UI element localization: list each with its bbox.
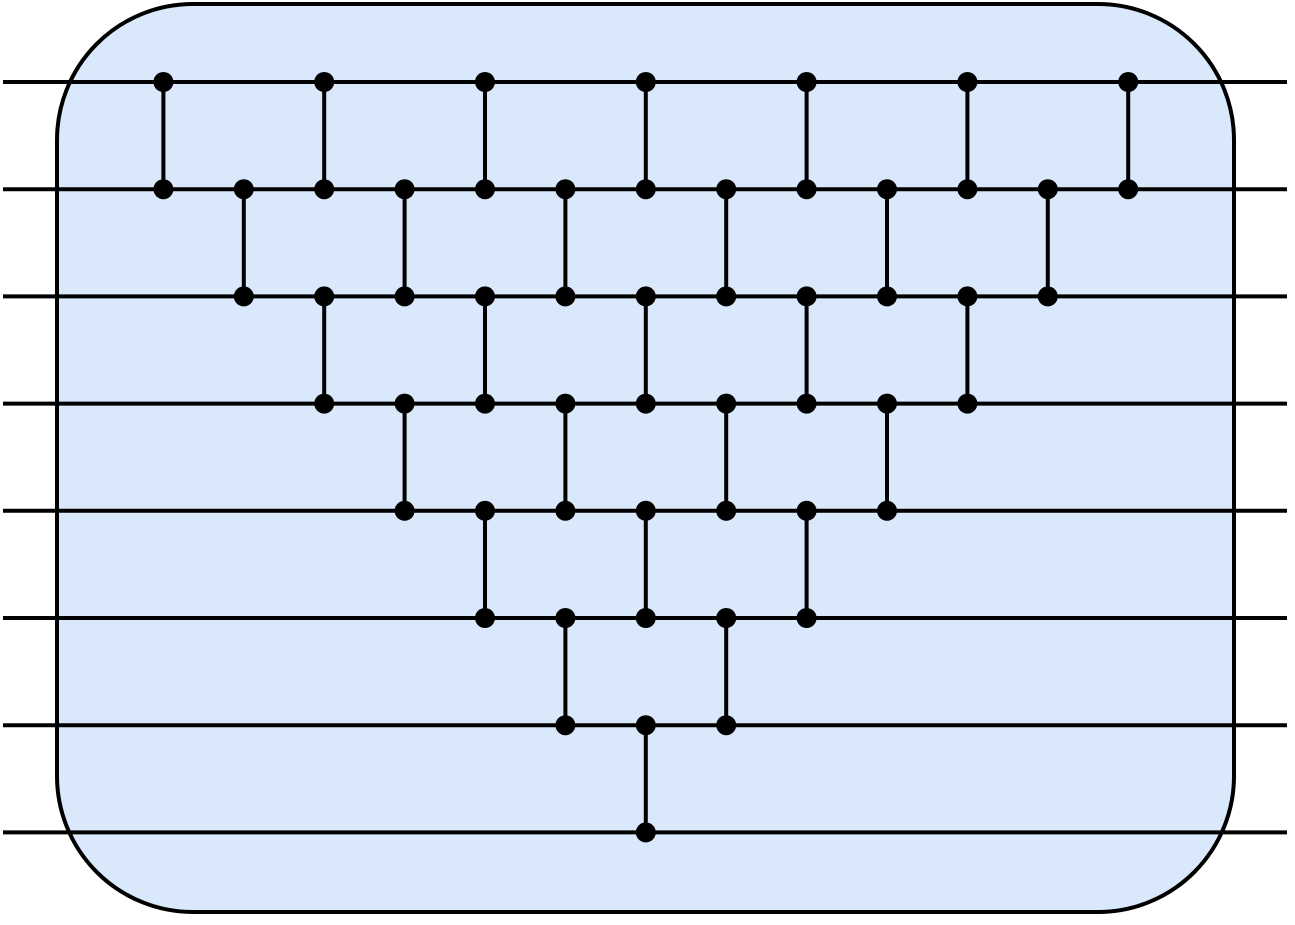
gate-dot-bottom xyxy=(555,500,576,521)
gate-23 xyxy=(877,179,897,307)
gate-1 xyxy=(153,72,174,200)
gate-17 xyxy=(716,179,737,307)
gate-dot-top xyxy=(555,608,576,628)
gate-dot-bottom xyxy=(314,179,335,200)
gate-9 xyxy=(475,500,495,628)
gate-dot-top xyxy=(314,72,335,92)
gate-dot-bottom xyxy=(475,608,495,628)
gate-6 xyxy=(394,393,415,521)
gate-dot-bottom xyxy=(555,715,576,736)
gate-dot-bottom xyxy=(796,179,817,200)
gate-dot-top xyxy=(957,72,978,92)
gate-15 xyxy=(635,500,656,628)
gate-dot-bottom xyxy=(796,608,817,628)
gate-dot-top xyxy=(957,286,978,307)
gate-dot-top xyxy=(716,179,737,200)
gate-dot-bottom xyxy=(475,393,495,414)
gate-dot-top xyxy=(153,72,174,92)
gate-12 xyxy=(555,608,576,736)
gate-dot-bottom xyxy=(957,393,978,414)
gate-dot-top xyxy=(796,72,817,92)
gate-dot-bottom xyxy=(475,179,495,200)
gate-dot-top xyxy=(1118,72,1139,92)
gate-dot-bottom xyxy=(877,500,897,521)
gate-dot-bottom xyxy=(635,179,656,200)
gate-dot-top xyxy=(555,179,576,200)
gate-layer xyxy=(153,72,1139,843)
gate-11 xyxy=(555,393,576,521)
gate-dot-bottom xyxy=(1037,286,1058,307)
gate-18 xyxy=(716,393,737,521)
gate-dot-top xyxy=(716,393,737,414)
gate-dot-top xyxy=(475,286,495,307)
gate-dot-top xyxy=(475,500,495,521)
gate-dot-top xyxy=(635,500,656,521)
gate-28 xyxy=(1118,72,1139,200)
gate-dot-top xyxy=(796,500,817,521)
gate-2 xyxy=(233,179,254,307)
block-background xyxy=(55,2,1236,914)
gate-dot-top xyxy=(877,179,897,200)
gate-dot-bottom xyxy=(877,286,897,307)
gate-dot-bottom xyxy=(394,500,415,521)
gate-dot-top xyxy=(555,393,576,414)
gate-dot-top xyxy=(635,72,656,92)
gate-26 xyxy=(957,286,978,414)
gate-dot-top xyxy=(475,72,495,92)
gate-16 xyxy=(635,715,656,843)
gate-27 xyxy=(1037,179,1058,307)
gate-24 xyxy=(877,393,897,521)
gate-21 xyxy=(796,286,817,414)
gate-13 xyxy=(635,72,656,200)
gate-19 xyxy=(716,608,737,736)
gate-dot-bottom xyxy=(314,393,335,414)
gate-dot-bottom xyxy=(233,286,254,307)
gate-dot-bottom xyxy=(153,179,174,200)
gate-22 xyxy=(796,500,817,628)
gate-dot-bottom xyxy=(555,286,576,307)
gate-8 xyxy=(475,286,495,414)
gate-dot-bottom xyxy=(635,822,656,843)
gate-dot-bottom xyxy=(635,393,656,414)
gate-4 xyxy=(314,286,335,414)
gate-dot-top xyxy=(716,608,737,628)
gate-dot-bottom xyxy=(716,715,737,736)
gate-dot-top xyxy=(394,179,415,200)
gate-dot-top xyxy=(394,393,415,414)
gate-dot-bottom xyxy=(796,393,817,414)
gate-20 xyxy=(796,72,817,200)
gate-14 xyxy=(635,286,656,414)
gate-dot-bottom xyxy=(716,286,737,307)
gate-dot-bottom xyxy=(957,179,978,200)
gate-dot-bottom xyxy=(394,286,415,307)
gate-10 xyxy=(555,179,576,307)
gate-dot-top xyxy=(233,179,254,200)
gate-7 xyxy=(475,72,495,200)
gate-5 xyxy=(394,179,415,307)
gate-25 xyxy=(957,72,978,200)
gate-dot-top xyxy=(1037,179,1058,200)
gate-3 xyxy=(314,72,335,200)
gate-dot-bottom xyxy=(716,500,737,521)
gate-dot-bottom xyxy=(1118,179,1139,200)
gate-dot-top xyxy=(877,393,897,414)
gate-dot-top xyxy=(796,286,817,307)
gate-dot-bottom xyxy=(635,608,656,628)
gate-dot-top xyxy=(635,286,656,307)
gate-dot-top xyxy=(314,286,335,307)
gate-dot-top xyxy=(635,715,656,736)
